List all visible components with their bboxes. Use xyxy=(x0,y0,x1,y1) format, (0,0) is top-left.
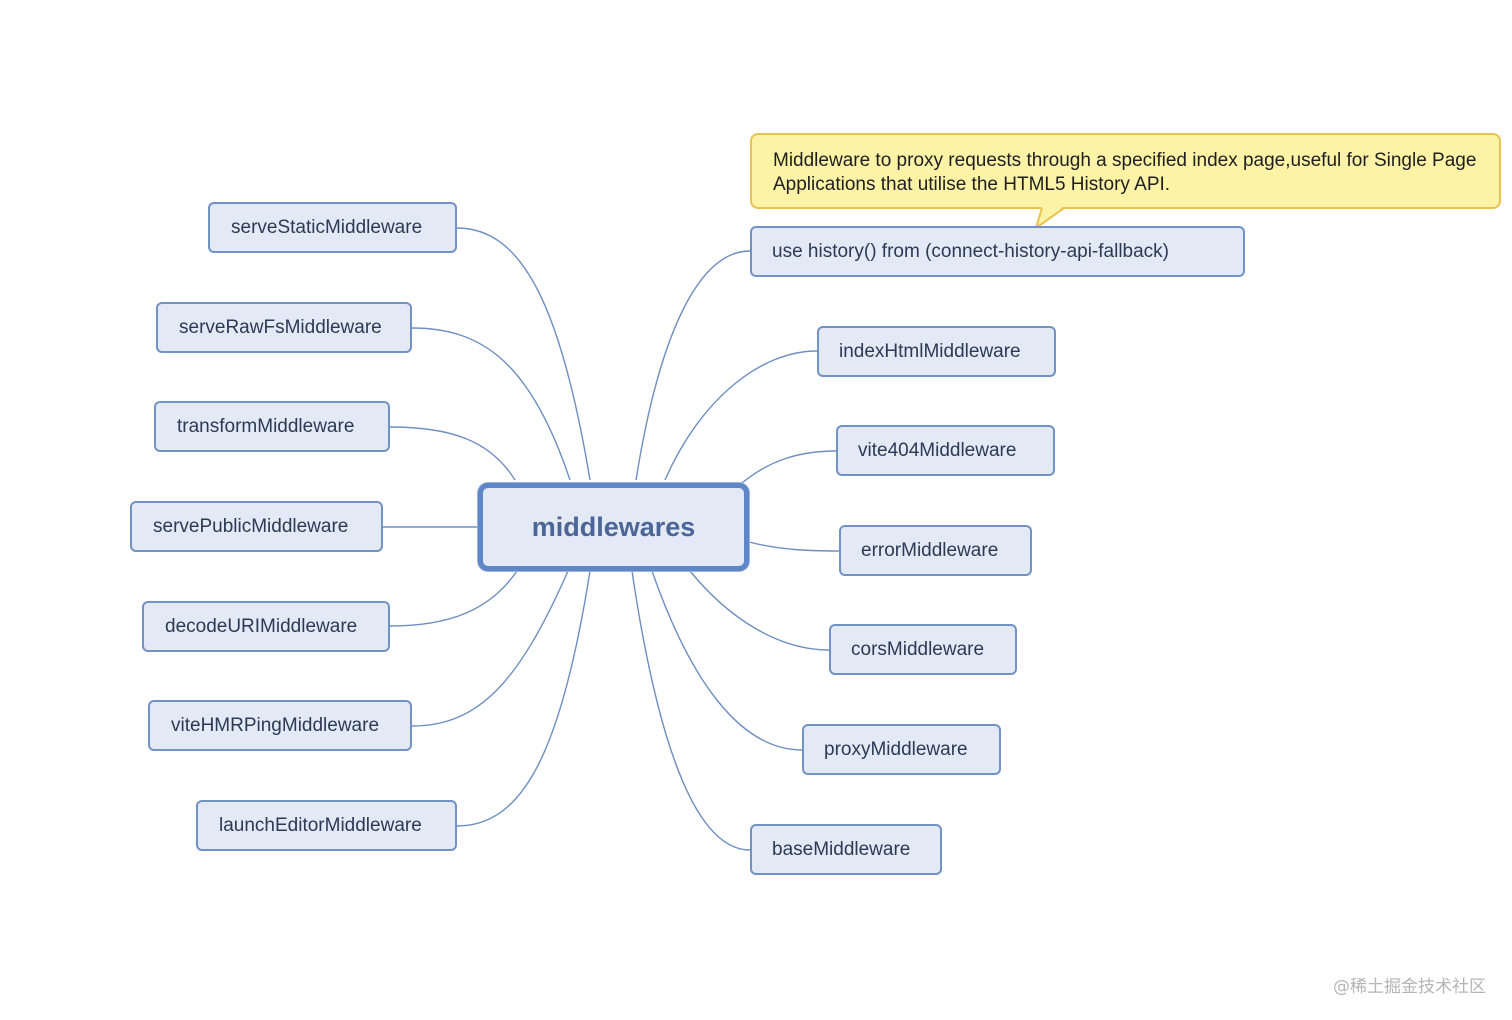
connector-l4 xyxy=(389,570,518,627)
node-vite404-middleware[interactable]: vite404Middleware xyxy=(836,425,1055,476)
connector-l1 xyxy=(411,327,571,481)
node-label: serveStaticMiddleware xyxy=(231,217,423,238)
node-base-middleware[interactable]: baseMiddleware xyxy=(750,824,942,875)
node-cors-middleware[interactable]: corsMiddleware xyxy=(829,624,1017,675)
node-label: proxyMiddleware xyxy=(824,739,968,760)
node-serve-static-middleware[interactable]: serveStaticMiddleware xyxy=(208,202,457,253)
node-index-html-middleware[interactable]: indexHtmlMiddleware xyxy=(817,326,1056,377)
central-topic-label: middlewares xyxy=(531,511,696,542)
note-callout: Middleware to proxy requests through a s… xyxy=(750,133,1501,209)
node-serve-public-middleware[interactable]: servePublicMiddleware xyxy=(130,501,383,552)
connector-r4 xyxy=(689,570,830,651)
node-transform-middleware[interactable]: transformMiddleware xyxy=(154,401,390,452)
node-vite-hmr-ping-middleware[interactable]: viteHMRPingMiddleware xyxy=(148,700,412,751)
node-decode-uri-middleware[interactable]: decodeURIMiddleware xyxy=(142,601,390,652)
node-label: servePublicMiddleware xyxy=(153,516,349,537)
connector-l2 xyxy=(389,426,516,481)
connector-l6 xyxy=(456,570,591,827)
node-label: transformMiddleware xyxy=(177,416,355,437)
node-proxy-middleware[interactable]: proxyMiddleware xyxy=(802,724,1001,775)
node-label: use history() from (connect-history-api-… xyxy=(772,241,1170,262)
node-label: decodeURIMiddleware xyxy=(165,616,358,637)
connector-r3 xyxy=(748,541,840,552)
connector-r5 xyxy=(651,570,803,751)
node-launch-editor-middleware[interactable]: launchEditorMiddleware xyxy=(196,800,457,851)
node-label: errorMiddleware xyxy=(861,540,999,561)
node-label: baseMiddleware xyxy=(772,839,911,860)
node-label: serveRawFsMiddleware xyxy=(179,317,382,338)
connector-l5 xyxy=(411,570,569,727)
connector-r0 xyxy=(635,250,751,481)
node-label: indexHtmlMiddleware xyxy=(839,341,1021,362)
node-serve-raw-fs-middleware[interactable]: serveRawFsMiddleware xyxy=(156,302,412,353)
connector-r2 xyxy=(741,450,837,484)
node-error-middleware[interactable]: errorMiddleware xyxy=(839,525,1032,576)
connector-r1 xyxy=(664,350,818,481)
central-topic-middlewares[interactable]: middlewares xyxy=(478,483,749,571)
node-label: corsMiddleware xyxy=(851,639,985,660)
watermark: @稀土掘金技术社区 xyxy=(1333,977,1486,997)
connector-r6 xyxy=(631,570,751,851)
node-label: vite404Middleware xyxy=(858,440,1017,461)
node-label: viteHMRPingMiddleware xyxy=(171,715,380,736)
connector-l0 xyxy=(456,227,591,481)
note-text: Middleware to proxy requests through a s… xyxy=(773,150,1477,195)
node-label: launchEditorMiddleware xyxy=(219,815,422,836)
node-use-history-fallback[interactable]: use history() from (connect-history-api-… xyxy=(750,226,1245,277)
